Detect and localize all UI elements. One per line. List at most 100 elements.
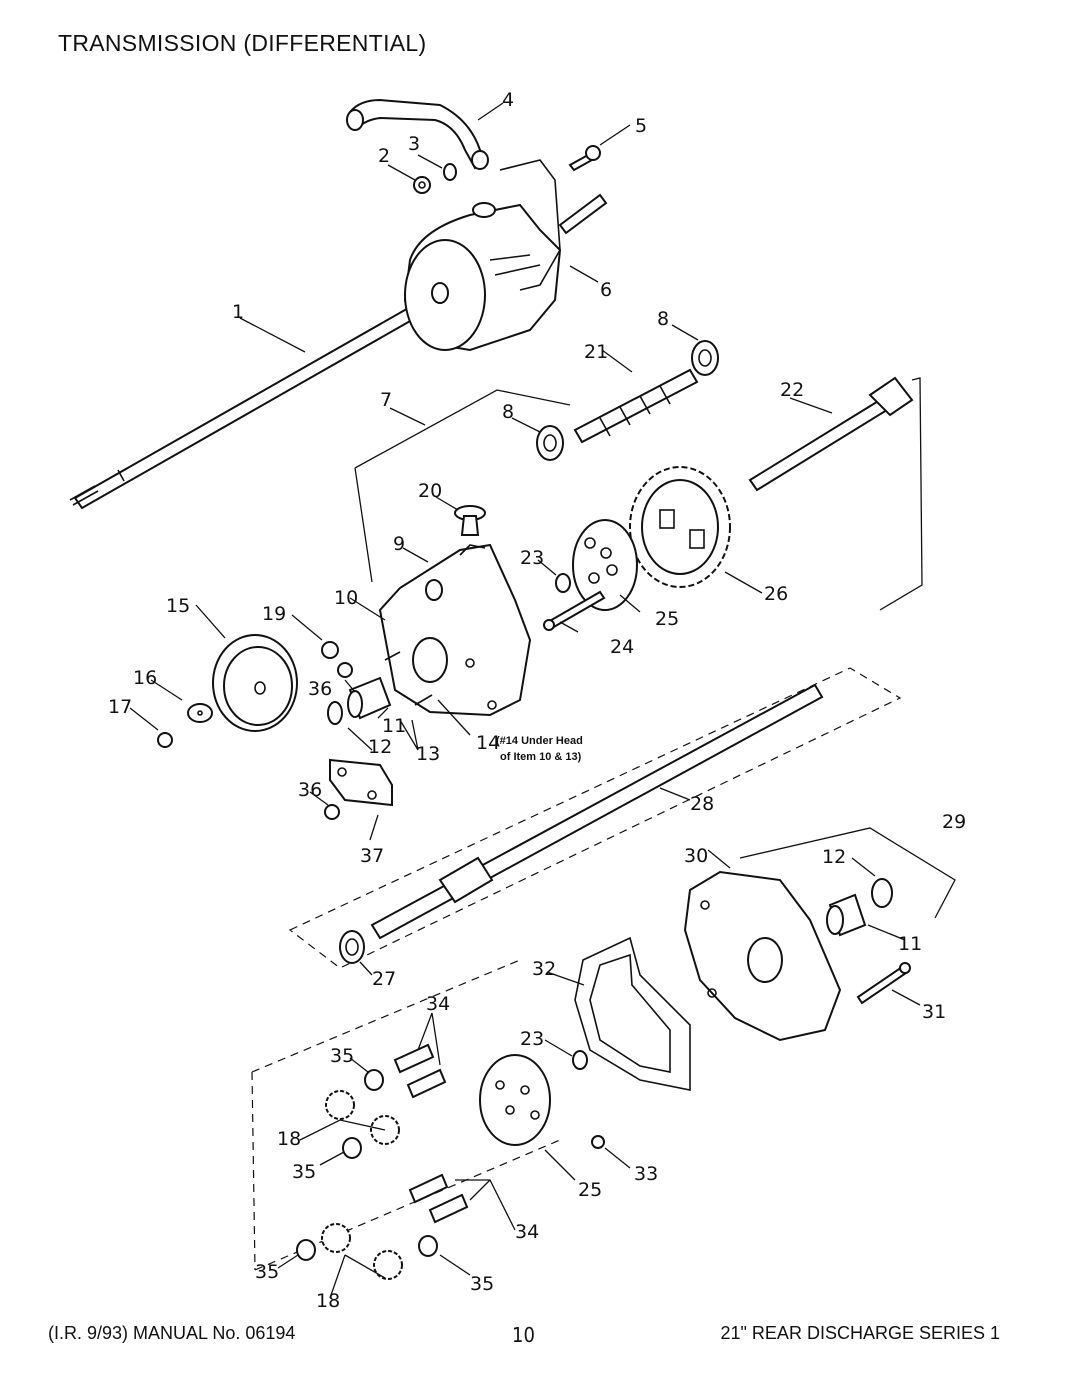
callout-18-lower: 18 <box>316 1290 340 1312</box>
part-18-gear-a <box>325 1090 355 1120</box>
callout-18-upper: 18 <box>277 1128 301 1150</box>
part-28-axle-shaft <box>370 683 824 940</box>
callout-25-lower: 25 <box>578 1179 602 1201</box>
part-8-bearing-lower <box>536 425 564 461</box>
part-35-washer-a <box>364 1069 384 1091</box>
part-26-ring-gear <box>629 466 731 588</box>
part-6-gear-housing <box>403 159 608 352</box>
note-14-line1: (#14 Under Head <box>496 735 583 747</box>
manual-number: (I.R. 9/93) MANUAL No. 06194 <box>48 1323 296 1343</box>
callout-23-upper: 23 <box>520 547 544 569</box>
part-23-washer-lower <box>572 1050 588 1070</box>
part-9-case-half <box>378 543 532 717</box>
callout-34-lower: 34 <box>515 1221 539 1243</box>
note-14-line2: of Item 10 & 13) <box>500 751 582 763</box>
callout-5: 5 <box>635 115 647 137</box>
part-32-gasket <box>574 936 691 1091</box>
callout-4: 4 <box>502 89 514 111</box>
part-5-bolt <box>568 145 601 172</box>
part-23-washer-upper <box>555 573 571 593</box>
callout-36-upper: 36 <box>308 678 332 700</box>
callout-20: 20 <box>418 480 442 502</box>
part-24-bolt <box>543 590 606 631</box>
bracket-29 <box>739 827 956 919</box>
part-35-washer-c <box>296 1239 316 1261</box>
part-35-washer-b <box>342 1137 362 1159</box>
callout-28: 28 <box>690 793 714 815</box>
bracket-22 <box>879 377 923 611</box>
callout-35-c: 35 <box>255 1261 279 1283</box>
callout-25-upper: 25 <box>655 608 679 630</box>
callout-27: 27 <box>372 968 396 990</box>
part-16-washer <box>187 703 213 723</box>
callout-2: 2 <box>378 145 390 167</box>
callout-3: 3 <box>408 133 420 155</box>
series-name: 21" REAR DISCHARGE SERIES 1 <box>720 1323 1000 1343</box>
callout-21: 21 <box>584 341 608 363</box>
callout-15: 15 <box>166 595 190 617</box>
callout-22: 22 <box>780 379 804 401</box>
part-13-stud <box>414 694 433 706</box>
part-36-nut-lower <box>324 804 340 820</box>
callout-35-b: 35 <box>292 1161 316 1183</box>
part-35-washer-d <box>418 1235 438 1257</box>
callout-35-a: 35 <box>330 1045 354 1067</box>
callout-31: 31 <box>922 1001 946 1023</box>
bracket-7 <box>354 389 571 583</box>
callout-26: 26 <box>764 583 788 605</box>
part-12-bearing-lower <box>871 878 893 908</box>
callout-23-lower: 23 <box>520 1028 544 1050</box>
callout-30: 30 <box>684 845 708 867</box>
page-title: TRANSMISSION (DIFFERENTIAL) <box>58 30 427 56</box>
part-30-case-half <box>683 870 842 1042</box>
part-34-pins-lower <box>408 1173 469 1224</box>
callout-1: 1 <box>232 301 244 323</box>
part-34-pins-upper <box>393 1043 447 1099</box>
part-8-bearing-upper <box>691 340 719 376</box>
part-37-bracket <box>329 758 393 807</box>
callout-19: 19 <box>262 603 286 625</box>
callout-6: 6 <box>600 279 612 301</box>
part-15-pulley <box>212 634 298 732</box>
callout-14: 14 <box>476 732 500 754</box>
part-11-spacer-lower <box>826 893 867 937</box>
callout-7: 7 <box>380 389 392 411</box>
callout-10: 10 <box>334 587 358 609</box>
callout-33: 33 <box>634 1163 658 1185</box>
part-31-bolt <box>856 962 911 1005</box>
callout-17: 17 <box>108 696 132 718</box>
part-19-nut <box>321 641 339 659</box>
callout-12-lower: 12 <box>822 846 846 868</box>
callout-32: 32 <box>532 958 556 980</box>
callout-34-upper: 34 <box>426 993 450 1015</box>
callout-29: 29 <box>942 811 966 833</box>
part-3-washer <box>443 163 457 181</box>
callout-37: 37 <box>360 845 384 867</box>
part-20-knob <box>454 505 486 536</box>
part-4-shift-lever <box>346 98 489 170</box>
part-25-carrier-lower <box>479 1054 551 1146</box>
callout-11-upper: 11 <box>382 715 406 737</box>
leader-lines <box>129 102 921 1299</box>
part-18-gear-d <box>373 1250 403 1280</box>
callout-36-lower: 36 <box>298 779 322 801</box>
callout-35-d: 35 <box>470 1273 494 1295</box>
part-36-nut-upper <box>337 662 353 678</box>
callout-8-upper: 8 <box>657 308 669 330</box>
part-18-gear-c <box>321 1223 351 1253</box>
part-11-spacer-upper <box>347 676 392 720</box>
part-2-nut <box>413 176 431 194</box>
part-22-pinion-shaft <box>748 376 914 492</box>
part-17-nut <box>157 732 173 748</box>
callout-13: 13 <box>416 743 440 765</box>
part-33-nut <box>591 1135 605 1149</box>
page-number: 10 <box>512 1323 535 1347</box>
alignment-frame-lower <box>251 959 561 1271</box>
part-27-bearing <box>339 930 365 964</box>
callout-12-upper: 12 <box>368 736 392 758</box>
alignment-box-28 <box>288 667 902 969</box>
callout-16: 16 <box>133 667 157 689</box>
part-25-carrier-upper <box>572 519 638 611</box>
part-21-shaft <box>573 368 699 444</box>
